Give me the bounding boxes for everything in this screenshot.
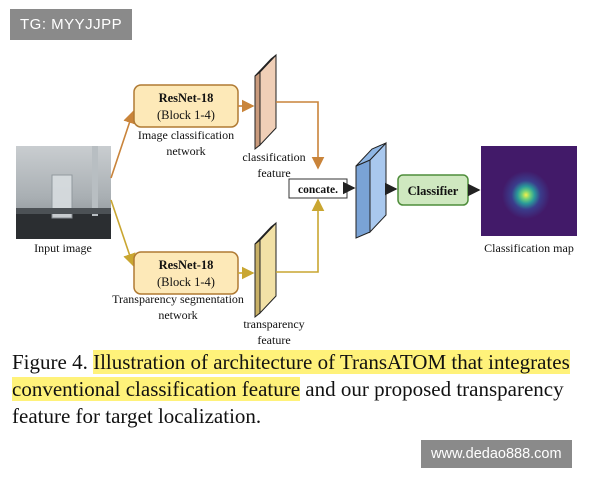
concat-box: concate. — [288, 178, 348, 199]
concatenated-feature-map — [355, 141, 387, 239]
caption-highlight-2: conventional classification feature — [12, 377, 301, 401]
input-image — [16, 146, 111, 239]
bottom-network-label-line1: Transparency segmentation — [112, 292, 244, 306]
resnet-block-bottom: ResNet-18 (Block 1-4) — [133, 251, 239, 295]
site-watermark: www.dedao888.com — [421, 440, 572, 468]
classification-map — [481, 146, 577, 236]
caption-rest: and our proposed transparency feature fo… — [12, 377, 564, 428]
classifier-label: Classifier — [408, 184, 459, 198]
classification-map-label: Classification map — [484, 241, 574, 255]
top-network-label-line1: Image classification — [138, 128, 234, 142]
resnet-bottom-name: ResNet-18 — [159, 258, 214, 272]
caption-prefix: Figure 4. — [12, 350, 94, 374]
top-network-label-line2: network — [166, 144, 205, 158]
concat-label: concate. — [298, 184, 338, 196]
classification-feature-map — [254, 53, 277, 151]
figure-caption: Figure 4. Illustration of architecture o… — [12, 349, 592, 430]
classifier-box: Classifier — [397, 174, 469, 206]
caption-highlight-1: Illustration of architecture of TransATO… — [93, 350, 570, 374]
class-feature-label-line1: classification — [242, 150, 305, 164]
transp-feature-label-line2: feature — [257, 333, 290, 345]
class-feature-label-line2: feature — [257, 166, 290, 180]
bottom-network-label-line2: network — [158, 308, 197, 322]
transp-feature-label-line1: transparency — [243, 317, 304, 331]
resnet-bottom-sub: (Block 1-4) — [157, 275, 215, 289]
resnet-top-sub: (Block 1-4) — [157, 108, 215, 122]
input-image-label: Input image — [34, 241, 92, 255]
resnet-top-name: ResNet-18 — [159, 91, 214, 105]
channel-tag: TG: MYYJJPP — [10, 9, 133, 40]
architecture-diagram: Input image ResNet-18 (Block 1-4) Image … — [16, 53, 577, 345]
transparency-feature-map — [254, 221, 277, 319]
resnet-block-top: ResNet-18 (Block 1-4) — [133, 84, 239, 128]
